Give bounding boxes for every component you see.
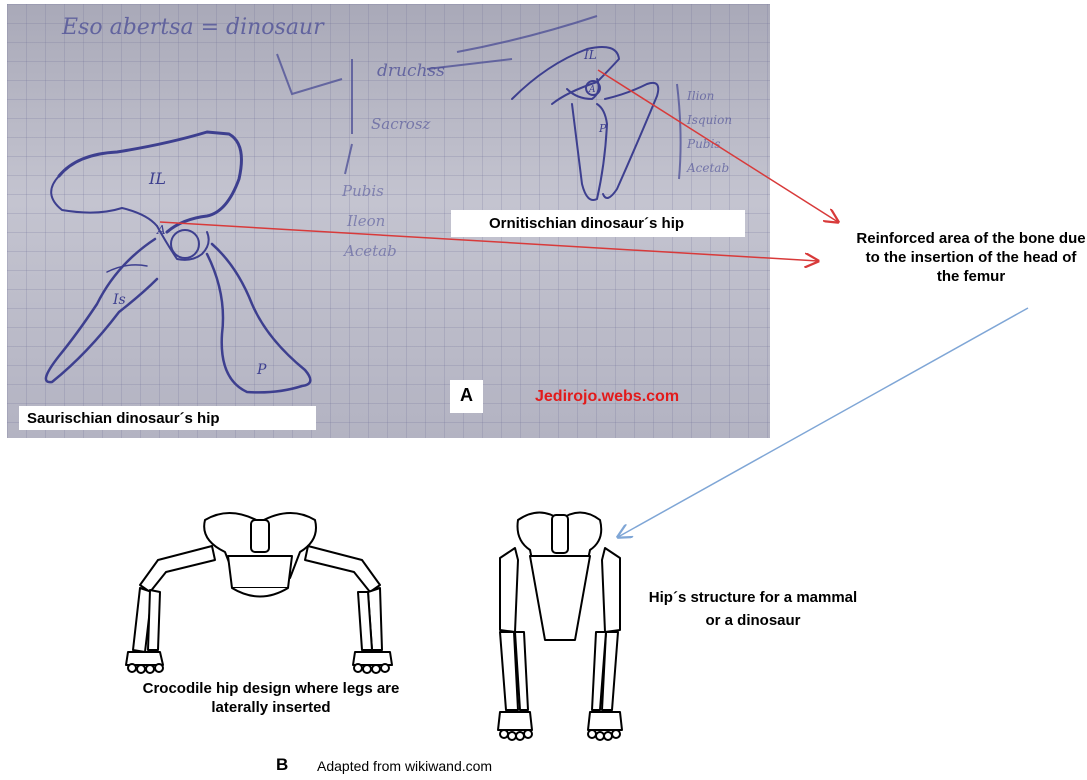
- mammal-dinosaur-caption: Hip´s structure for a mammal or a dinosa…: [648, 586, 858, 632]
- panel-b-label: B: [276, 755, 288, 775]
- crocodile-caption: Crocodile hip design where legs are late…: [126, 679, 416, 717]
- crocodile-hip-drawing: [126, 513, 392, 673]
- source-credit: Adapted from wikiwand.com: [317, 758, 492, 774]
- mammal-hip-drawing: [498, 513, 622, 741]
